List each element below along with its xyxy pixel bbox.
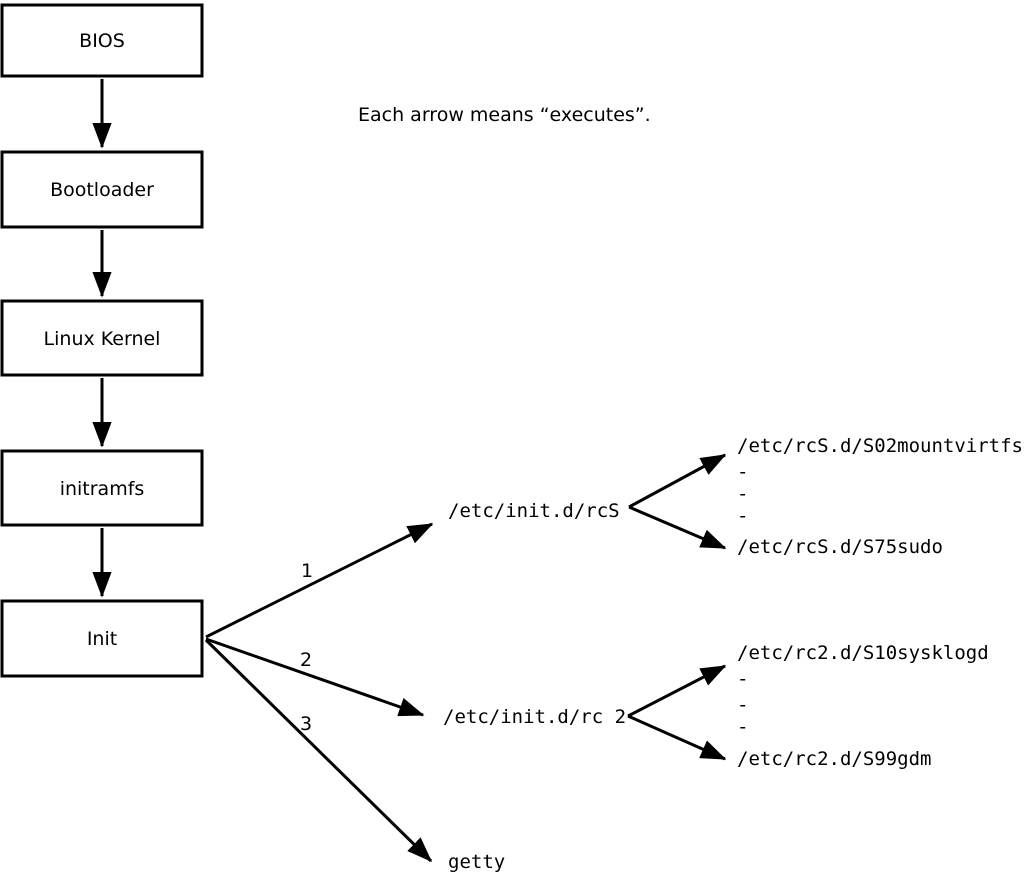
node-initramfs-box xyxy=(0,449,204,527)
node-initramfs-label: initramfs xyxy=(60,478,145,500)
branch-order-2: 2 xyxy=(300,649,312,671)
node-bootloader: Bootloader xyxy=(0,150,204,229)
node-bios: BIOS xyxy=(0,3,204,78)
node-bootloader-box xyxy=(0,150,204,229)
legend-note: Each arrow means “executes”. xyxy=(358,104,651,126)
arrow-rcs-to-first-script xyxy=(628,453,727,509)
branch-order-3: 3 xyxy=(300,713,312,735)
node-bootloader-label: Bootloader xyxy=(50,179,154,201)
node-linux-kernel: Linux Kernel xyxy=(0,299,204,377)
rc2-ellipsis-dash: - xyxy=(737,694,748,716)
node-init-label: Init xyxy=(87,628,117,650)
target-getty-label: getty xyxy=(448,851,505,873)
rc2-ellipsis-dash: - xyxy=(737,668,748,690)
arrow-init-to-rc2 xyxy=(205,637,425,717)
node-bios-label: BIOS xyxy=(79,30,125,52)
arrow-init-to-getty xyxy=(204,638,433,863)
node-linux-kernel-label: Linux Kernel xyxy=(44,328,161,350)
arrow-rc2-to-last-script xyxy=(627,714,727,761)
arrow-rcs-to-last-script xyxy=(628,505,727,550)
rcs-scripts-list: /etc/rcS.d/S02mountvirtfs - - - /etc/rcS… xyxy=(737,435,1023,558)
rc2-first-script-label: /etc/rc2.d/S10sysklogd xyxy=(737,642,989,664)
rc2-last-script-label: /etc/rc2.d/S99gdm xyxy=(737,748,931,770)
node-initramfs: initramfs xyxy=(0,449,204,527)
rcs-ellipsis-dash: - xyxy=(737,461,748,483)
target-rcs-label: /etc/init.d/rcS xyxy=(448,500,620,522)
arrow-rc2-to-first-script xyxy=(627,664,727,718)
rcs-last-script-label: /etc/rcS.d/S75sudo xyxy=(737,536,943,558)
rcs-ellipsis-dash: - xyxy=(737,483,748,505)
node-bios-box xyxy=(0,3,204,78)
node-init-box xyxy=(0,599,204,678)
node-linux-kernel-box xyxy=(0,299,204,377)
target-rc2-label: /etc/init.d/rc 2 xyxy=(443,706,626,728)
branch-order-1: 1 xyxy=(301,560,313,582)
rc2-ellipsis-dash: - xyxy=(737,716,748,738)
rcs-ellipsis-dash: - xyxy=(737,505,748,527)
node-init: Init xyxy=(0,599,204,678)
rcs-first-script-label: /etc/rcS.d/S02mountvirtfs xyxy=(737,435,1023,457)
rc2-scripts-list: /etc/rc2.d/S10sysklogd - - - /etc/rc2.d/… xyxy=(737,642,989,770)
arrow-init-to-rcs xyxy=(205,522,434,639)
